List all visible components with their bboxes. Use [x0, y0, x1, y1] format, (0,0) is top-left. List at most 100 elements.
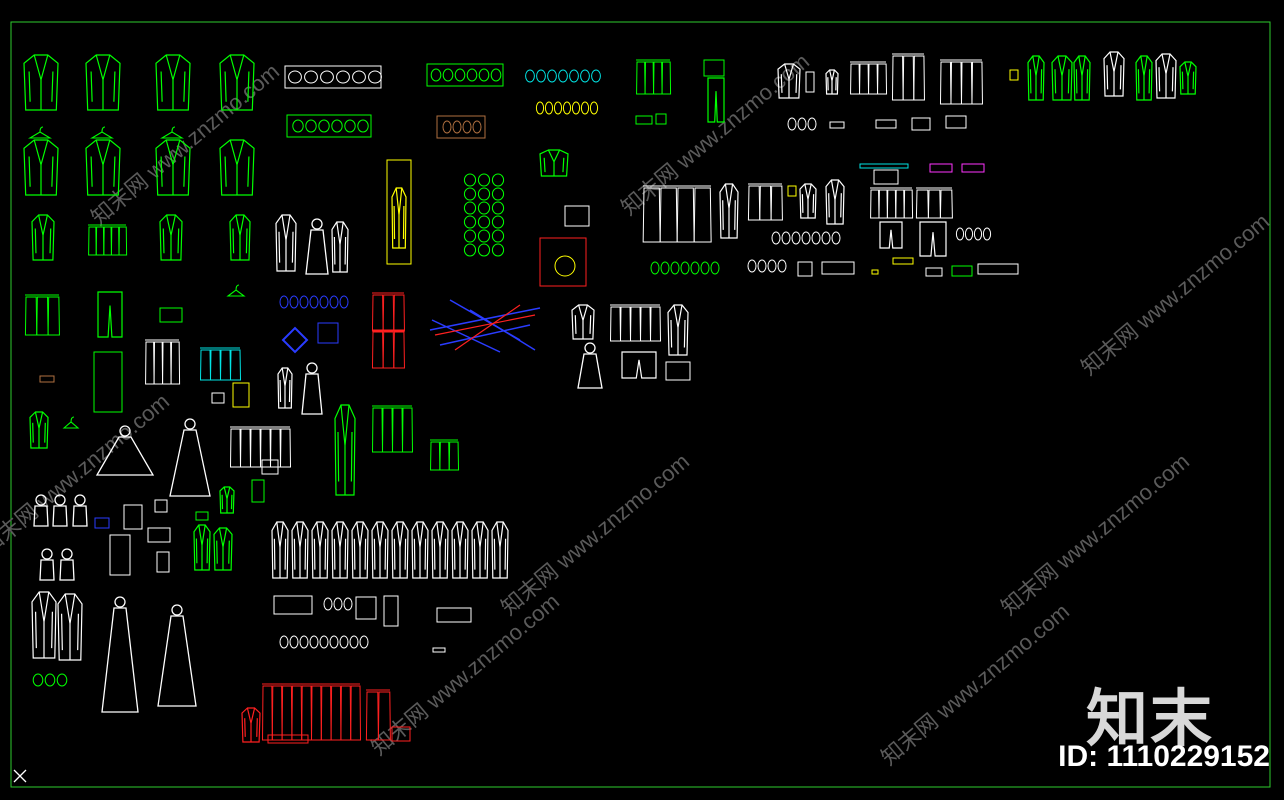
coat-symbol	[229, 214, 251, 261]
accessory-row-symbol	[463, 187, 491, 201]
accessory-row-symbol	[463, 215, 491, 229]
watermark-layer: 知末网 www.znzmo.com 知末网 www.znzmo.com 知末网 ww…	[0, 48, 1274, 770]
dress-symbol	[59, 548, 75, 581]
garment-rack-symbol	[430, 439, 460, 471]
coat-symbol	[311, 521, 329, 579]
folded-item-symbol	[432, 647, 446, 653]
brand-logo: 知末	[1085, 682, 1214, 755]
dress-symbol	[301, 362, 323, 415]
trousers-symbol	[97, 291, 123, 338]
folded-item-symbol	[945, 115, 967, 129]
folded-item-symbol	[383, 595, 399, 627]
accessory-row-symbol	[491, 243, 505, 257]
coat-symbol	[275, 214, 297, 272]
folded-item-symbol	[261, 459, 279, 475]
folded-item-symbol	[925, 267, 943, 277]
accessory-row-symbol	[650, 261, 720, 275]
watermark-text: 知末网 www.znzmo.com	[1076, 208, 1274, 380]
folded-item-symbol	[951, 265, 973, 277]
coat-symbol	[451, 521, 469, 579]
coat-symbol	[411, 521, 429, 579]
folded-item-symbol	[911, 117, 931, 131]
garment-rack-symbol	[636, 59, 672, 95]
folded-item-symbol	[703, 59, 725, 77]
coat-symbol	[29, 411, 49, 449]
coat-symbol	[431, 521, 449, 579]
coat-symbol	[777, 63, 801, 99]
folded-item-symbol	[154, 499, 168, 513]
coat-symbol	[193, 524, 211, 571]
accessory-row-symbol	[525, 69, 601, 83]
coat-symbol	[1027, 55, 1045, 101]
coat-symbol	[719, 183, 739, 239]
mirror-symbol	[386, 159, 412, 265]
coat-symbol	[825, 69, 839, 95]
asset-id-label: ID: 1110229152	[1058, 740, 1270, 773]
dress-symbol	[577, 342, 603, 389]
coat-symbol	[471, 521, 489, 579]
hanger-symbol	[160, 126, 184, 139]
folded-item-symbol	[391, 726, 411, 742]
folded-item-symbol	[1009, 69, 1019, 81]
garment-rack-symbol	[870, 187, 914, 219]
coat-symbol	[371, 521, 389, 579]
watermark-text: 知末网 www.znzmo.com	[996, 448, 1194, 620]
drawing-frame	[10, 21, 1271, 788]
folded-item-symbol	[787, 185, 797, 197]
folded-item-symbol	[929, 163, 953, 173]
coat-symbol	[825, 179, 845, 225]
accessory-row-symbol	[463, 201, 491, 215]
hanger-symbol	[28, 126, 52, 139]
dress-symbol	[39, 548, 55, 581]
accessory-row-symbol	[491, 215, 505, 229]
dress-symbol	[305, 218, 329, 275]
clothing-blocks	[23, 51, 1197, 744]
hanger-symbol	[226, 284, 246, 297]
dress-symbol	[101, 596, 139, 713]
accessory-row-symbol	[491, 187, 505, 201]
garment-rack-symbol	[262, 683, 362, 741]
folded-item-symbol	[251, 479, 265, 503]
coat-symbol	[219, 139, 255, 196]
folded-item-symbol	[109, 534, 131, 576]
accessory-row-symbol	[292, 119, 369, 133]
rod-symbol	[859, 163, 909, 169]
coat-symbol	[85, 139, 121, 196]
folded-item-symbol	[875, 119, 897, 129]
folded-item-symbol	[267, 734, 309, 744]
dress-symbol	[169, 418, 211, 497]
garment-rack-symbol	[371, 329, 405, 369]
coat-symbol	[391, 187, 407, 249]
accessory-row-symbol	[430, 68, 502, 82]
folded-item-symbol	[977, 263, 1019, 275]
trousers-symbol	[707, 77, 725, 123]
coat-symbol	[219, 54, 255, 111]
belts-bundle-symbol	[434, 304, 536, 351]
accessory-row-symbol	[463, 243, 491, 257]
rack-panel-symbol	[426, 63, 504, 87]
accessory-row-symbol	[491, 229, 505, 243]
watermark-text: 知末网 www.znzmo.com	[616, 48, 814, 220]
coat-symbol	[23, 139, 59, 196]
dress-symbol	[52, 494, 68, 527]
garment-rack-symbol	[371, 292, 405, 332]
accessory-row-symbol	[535, 101, 599, 115]
coat-symbol	[331, 521, 349, 579]
folded-item-symbol	[211, 392, 225, 404]
folded-item-symbol	[821, 261, 855, 275]
accessory-row-symbol	[288, 70, 382, 84]
blue-tile-symbol	[317, 322, 339, 344]
dress-symbol	[157, 604, 197, 707]
coat-symbol	[85, 54, 121, 111]
coat-symbol	[1051, 55, 1073, 101]
folded-item-symbol	[564, 205, 590, 227]
garment-rack-symbol	[939, 59, 983, 105]
accessory-row-symbol	[771, 231, 841, 245]
accessory-row-symbol	[463, 229, 491, 243]
accessory-row-symbol	[491, 173, 505, 187]
coat-symbol	[391, 521, 409, 579]
accessory-row-symbol	[279, 635, 369, 649]
folded-item-symbol	[147, 527, 171, 543]
garment-rack-symbol	[229, 426, 292, 468]
